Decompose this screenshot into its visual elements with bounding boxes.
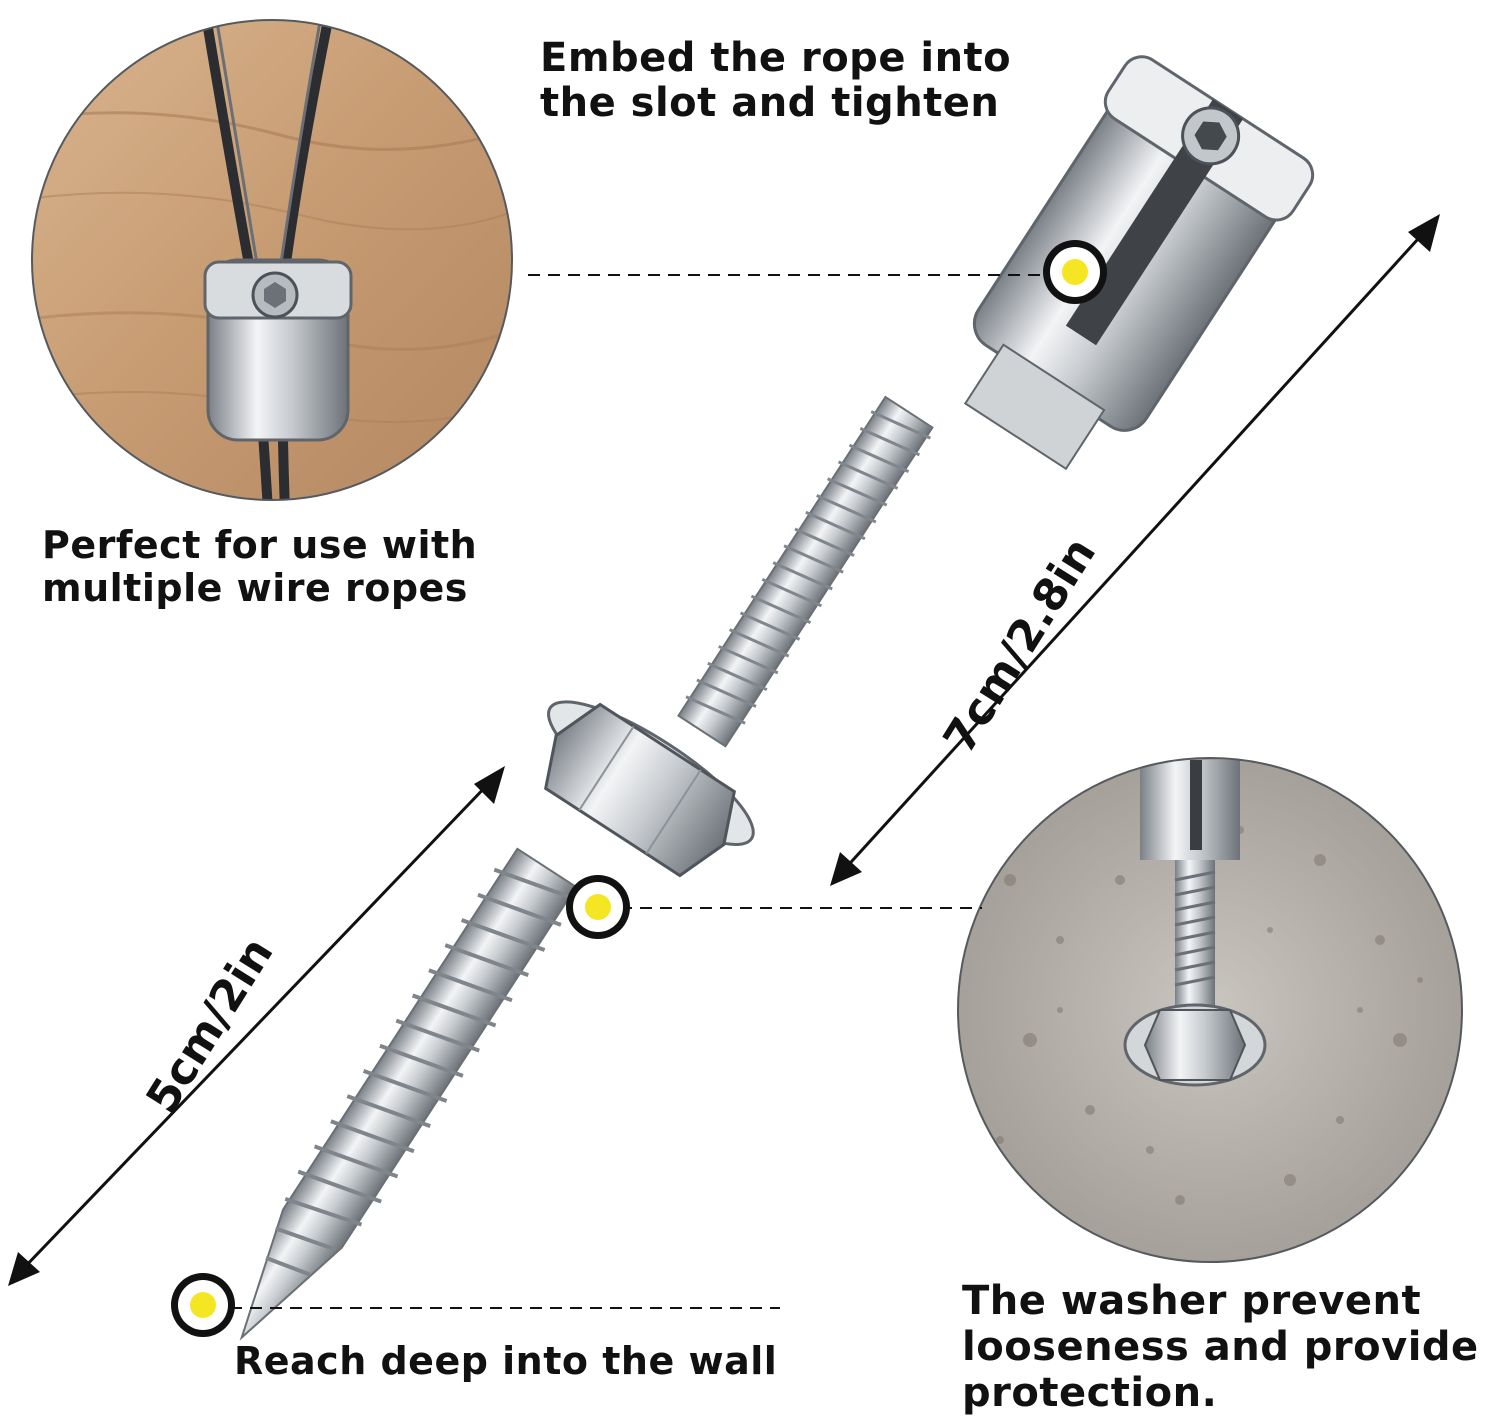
dimension-arrow-upper xyxy=(830,214,1440,886)
wall-mount-photo xyxy=(957,757,1463,1263)
dimension-arrow-lower xyxy=(8,766,505,1286)
caption-line: Perfect for use with xyxy=(42,523,478,567)
caption-reach-wall: Reach deep into the wall xyxy=(234,1340,777,1383)
hanger-bolt xyxy=(239,55,1315,1341)
caption-line: The washer prevent xyxy=(962,1278,1422,1324)
caption-line: protection. xyxy=(962,1370,1218,1416)
caption-line: multiple wire ropes xyxy=(42,565,468,610)
caption-line: the slot and tighten xyxy=(540,79,1000,126)
wood-mount-photo xyxy=(31,19,513,501)
caption-washer: The washer prevent looseness and provide… xyxy=(962,1278,1479,1416)
caption-line: looseness and provide xyxy=(962,1324,1479,1370)
caption-line: Reach deep into the wall xyxy=(234,1339,778,1383)
caption-line: Embed the rope into xyxy=(540,35,1012,81)
marker-clamp xyxy=(1043,240,1107,304)
caption-multiple-ropes: Perfect for use with multiple wire ropes xyxy=(42,524,477,609)
marker-washer xyxy=(566,875,630,939)
caption-embed-rope: Embed the rope into the slot and tighten xyxy=(540,36,1011,126)
marker-tip xyxy=(171,1273,235,1337)
